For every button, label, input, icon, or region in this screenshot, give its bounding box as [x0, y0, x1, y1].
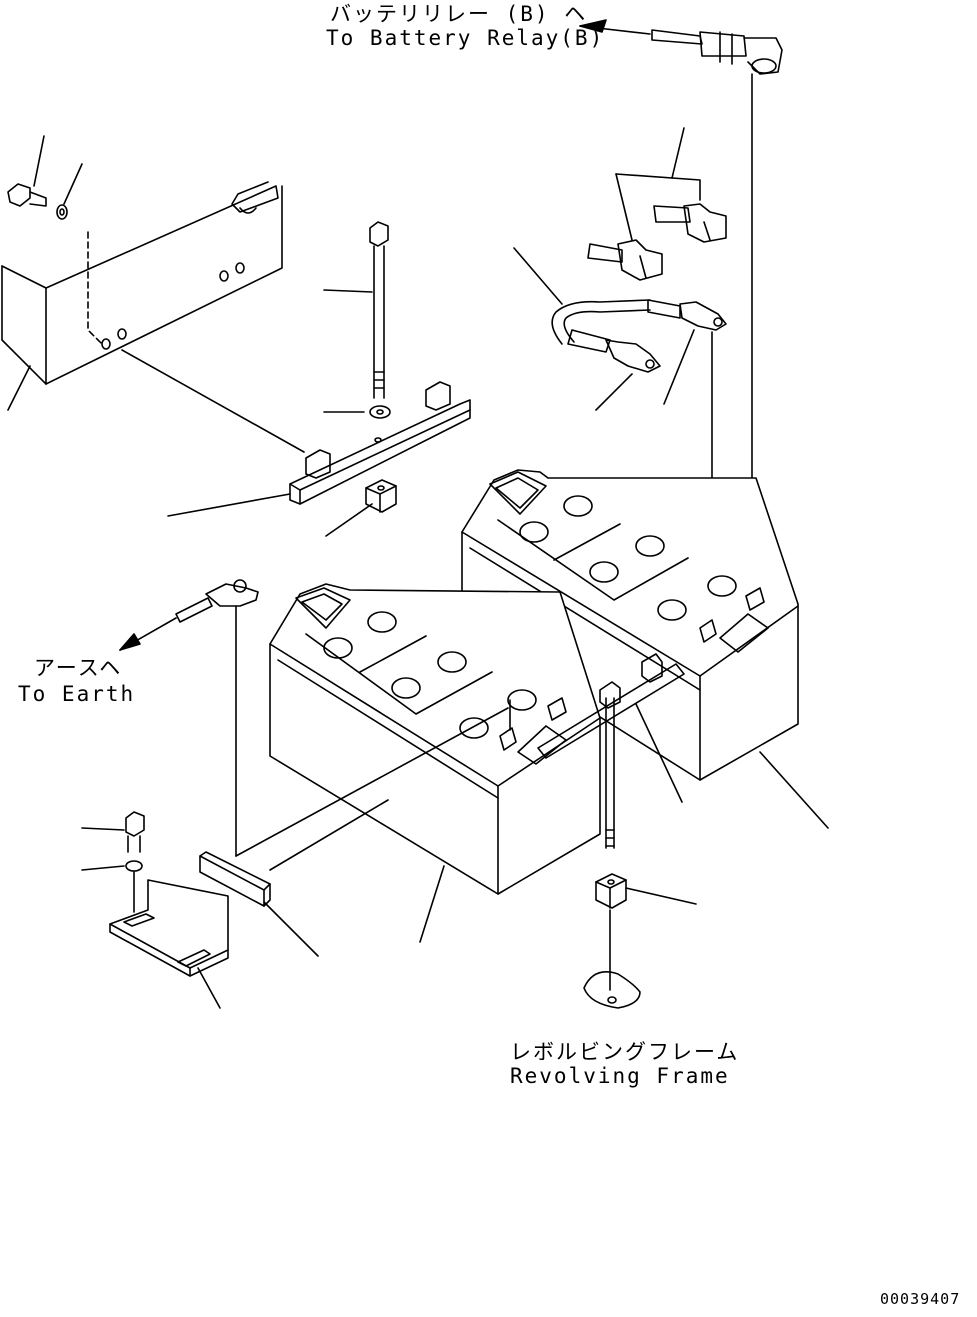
drawing-number: 00039407 [880, 1290, 961, 1308]
front-battery [269, 583, 685, 943]
battery-cover [1, 135, 305, 453]
rear-battery [461, 469, 829, 829]
hold-down-bolt [583, 697, 697, 1009]
revolving-frame-label-en: Revolving Frame [510, 1064, 730, 1088]
jumper-cable [513, 247, 727, 587]
battery-relay-label-en: To Battery Relay(B) [326, 26, 605, 50]
battery-relay-label-jp: バッテリリレー (B) ヘ [330, 2, 588, 26]
earth-label-jp: アースヘ [34, 656, 123, 680]
terminal-set [587, 127, 727, 281]
clamp-assembly [167, 221, 471, 537]
rubber-pad [199, 851, 319, 957]
mounting-bracket [81, 811, 229, 1009]
earth-cable [119, 579, 509, 871]
earth-label-en: To Earth [18, 682, 136, 706]
revolving-frame-label-jp: レボルビングフレーム [510, 1040, 740, 1064]
